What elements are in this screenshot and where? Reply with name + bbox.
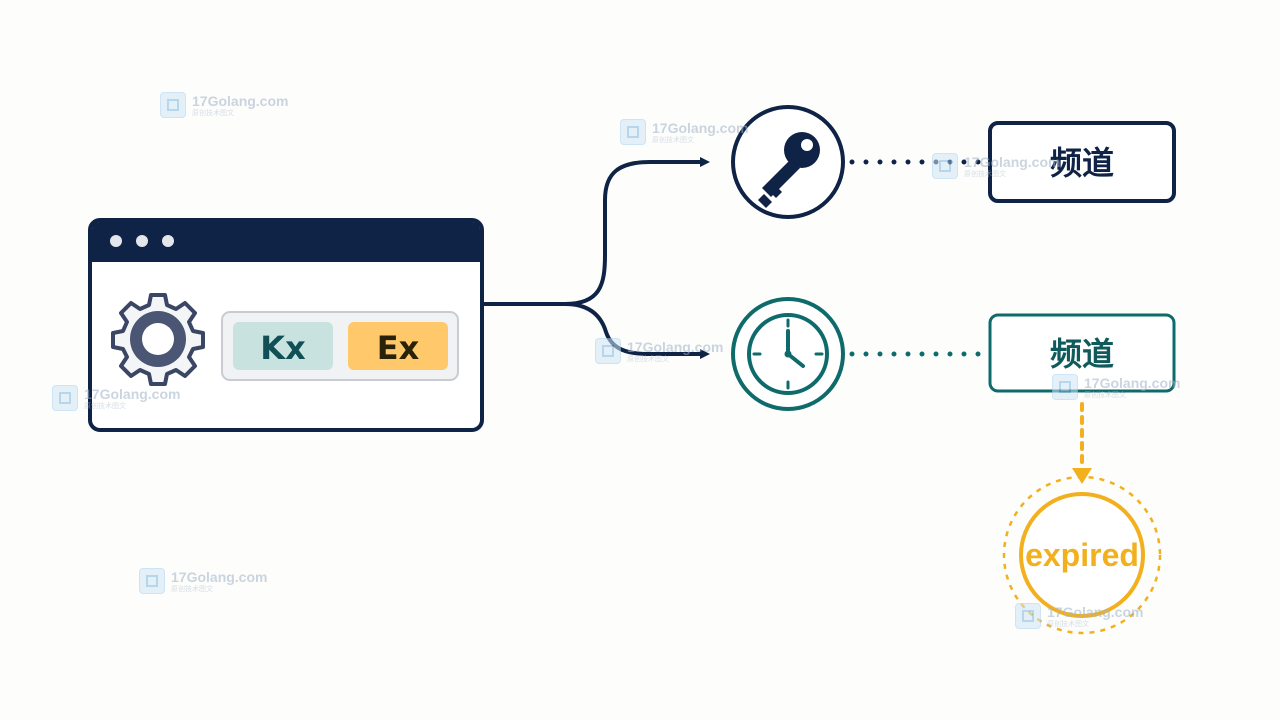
arrow-to-clock xyxy=(564,302,710,359)
ex-chip xyxy=(348,322,448,370)
clock-icon xyxy=(747,313,829,395)
expired-badge: expired xyxy=(1002,475,1162,635)
browser-window: Kx Ex xyxy=(88,218,484,432)
key-icon xyxy=(758,132,820,208)
channel-box-bottom: 频道 xyxy=(988,313,1176,393)
window-dot-2 xyxy=(136,235,148,247)
window-dot-1 xyxy=(110,235,122,247)
kx-chip-label: Kx xyxy=(260,329,306,367)
ex-chip-label: Ex xyxy=(377,329,420,367)
window-dot-3 xyxy=(162,235,174,247)
expired-label: expired xyxy=(1025,537,1139,573)
clock-node xyxy=(731,297,845,411)
gear-icon xyxy=(111,293,205,386)
branch-connectors xyxy=(482,157,710,359)
channel-label-bottom: 频道 xyxy=(1050,335,1114,373)
kx-chip xyxy=(233,322,333,370)
key-node xyxy=(731,105,845,219)
arrow-to-key xyxy=(482,157,710,306)
channel-box-top: 频道 xyxy=(988,121,1176,203)
channel-label-top: 频道 xyxy=(1050,144,1114,182)
